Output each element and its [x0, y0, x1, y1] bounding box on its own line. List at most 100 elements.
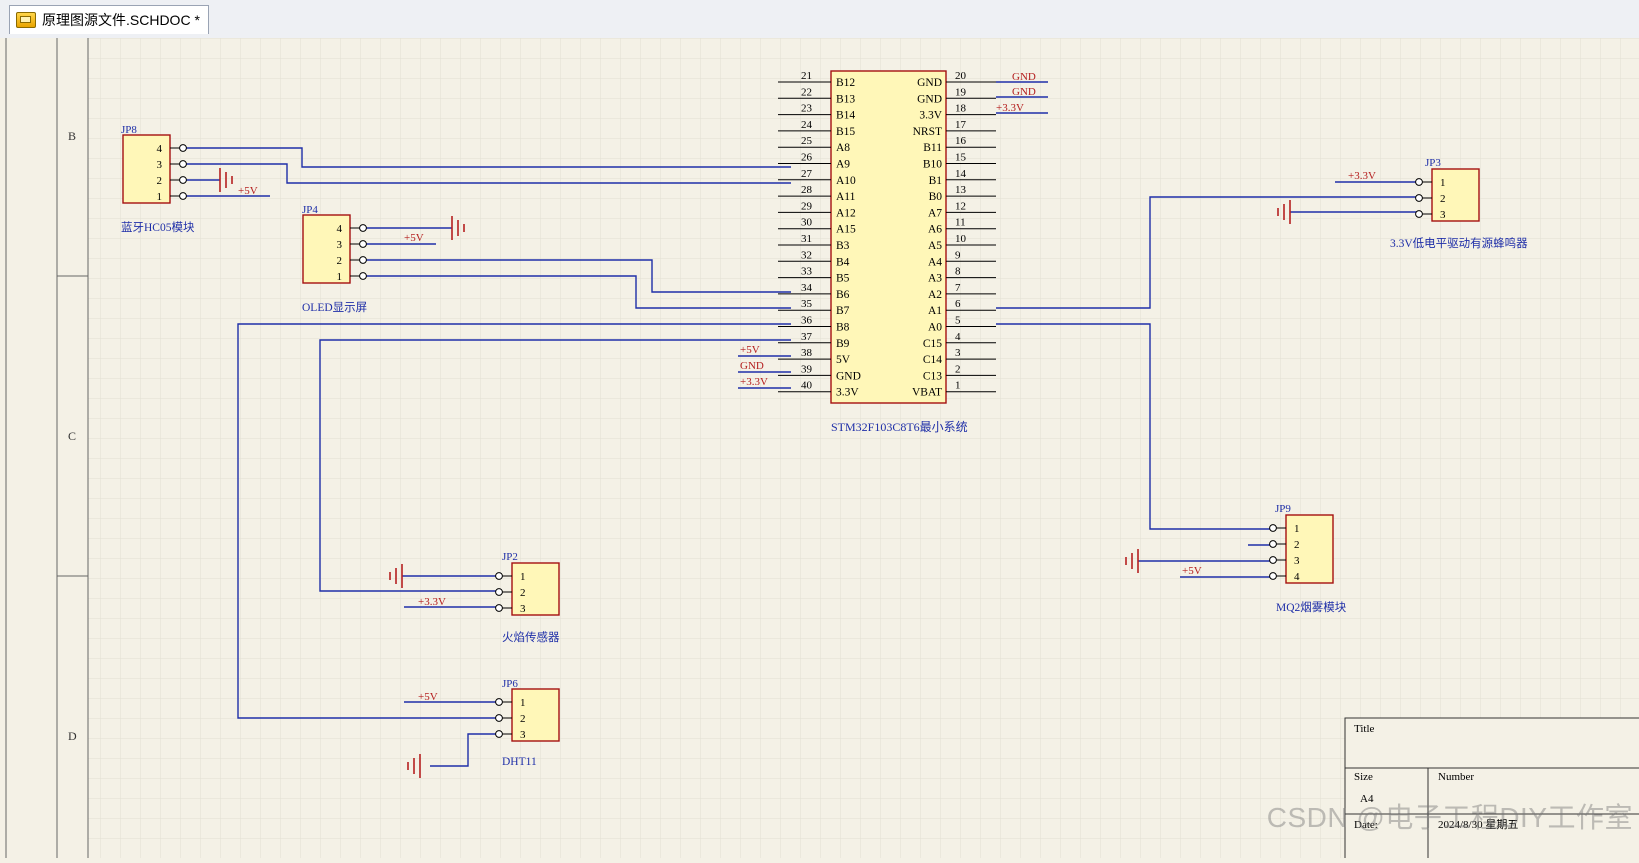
- pin-number: 3: [1440, 209, 1446, 221]
- mcu-pin-right[interactable]: 5A0: [928, 315, 996, 334]
- pin-name: B15: [836, 126, 855, 138]
- pin-number: 8: [955, 266, 961, 278]
- ground-icon: [389, 564, 403, 588]
- pin-endpoint: [495, 714, 503, 722]
- schematic-canvas[interactable]: B C D: [0, 38, 1639, 863]
- pin-endpoint: [495, 698, 503, 706]
- size-label: Size: [1354, 771, 1373, 783]
- mcu-pin-right[interactable]: 9A4: [928, 249, 996, 268]
- mcu-pin-right[interactable]: 183.3V: [919, 103, 996, 122]
- pin-number: 2: [1440, 193, 1446, 205]
- pin-number: 4: [955, 331, 961, 343]
- pin-name: A12: [836, 207, 856, 219]
- title-label: Title: [1354, 723, 1375, 735]
- pin-endpoint: [495, 572, 503, 580]
- pin-endpoint: [359, 256, 367, 264]
- pin-number: 25: [801, 135, 813, 147]
- pin-name: 3.3V: [919, 110, 942, 122]
- pin-number: 14: [955, 168, 967, 180]
- pin-number: 1: [157, 191, 163, 203]
- pin-name: A1: [928, 305, 942, 317]
- connector-designator: JP2: [502, 551, 518, 563]
- number-label: Number: [1438, 771, 1474, 783]
- pin-endpoint: [1415, 178, 1423, 186]
- mcu-pin-right[interactable]: 8A3: [928, 266, 996, 285]
- mcu-pin-right[interactable]: 6A1: [928, 298, 996, 317]
- pin-number: 2: [520, 713, 526, 725]
- net-label: +3.3V: [1348, 170, 1376, 182]
- pin-name: A7: [928, 207, 942, 219]
- pin-number: 15: [955, 152, 967, 164]
- document-tab[interactable]: 原理图源文件.SCHDOC *: [9, 5, 209, 34]
- watermark: CSDN @电子工程DIY工作室: [1266, 802, 1633, 833]
- mcu-net-label: +5V: [740, 344, 760, 356]
- pin-number: 36: [801, 315, 813, 327]
- connector-designator: JP3: [1425, 157, 1441, 169]
- pin-number: 3: [337, 239, 343, 251]
- net-label: +5V: [238, 185, 258, 197]
- title-block: Title Size Number A4 Date: 2024/8/30 星期五: [1344, 717, 1639, 863]
- connector-comment: 3.3V低电平驱动有源蜂鸣器: [1390, 236, 1528, 250]
- mcu-net-label: GND: [740, 360, 764, 372]
- pin-name: B10: [923, 159, 942, 171]
- pin-number: 7: [955, 282, 961, 294]
- mcu-component[interactable]: 21B1222B1323B1424B1525A826A927A1028A1129…: [740, 70, 1036, 434]
- size-value: A4: [1360, 793, 1374, 805]
- pin-endpoint: [1415, 194, 1423, 202]
- mcu-pin-left[interactable]: 403.3V: [778, 380, 859, 399]
- pin-endpoint: [179, 192, 187, 200]
- ground-symbols: [219, 168, 1291, 778]
- pin-endpoint: [179, 160, 187, 168]
- pin-number: 1: [337, 271, 343, 283]
- connector-designator: JP6: [502, 678, 518, 690]
- pin-name: C15: [923, 338, 942, 350]
- pin-number: 21: [801, 70, 812, 82]
- pin-endpoint: [495, 730, 503, 738]
- pin-number: 32: [801, 249, 812, 261]
- mcu-pin-right[interactable]: 7A2: [928, 282, 996, 301]
- net-labels: +5V +5V +3.3V +5V +3.3V +5V: [238, 170, 1376, 703]
- pin-number: 11: [955, 217, 966, 229]
- pin-number: 27: [801, 168, 813, 180]
- connector-comment: MQ2烟雾模块: [1276, 600, 1347, 614]
